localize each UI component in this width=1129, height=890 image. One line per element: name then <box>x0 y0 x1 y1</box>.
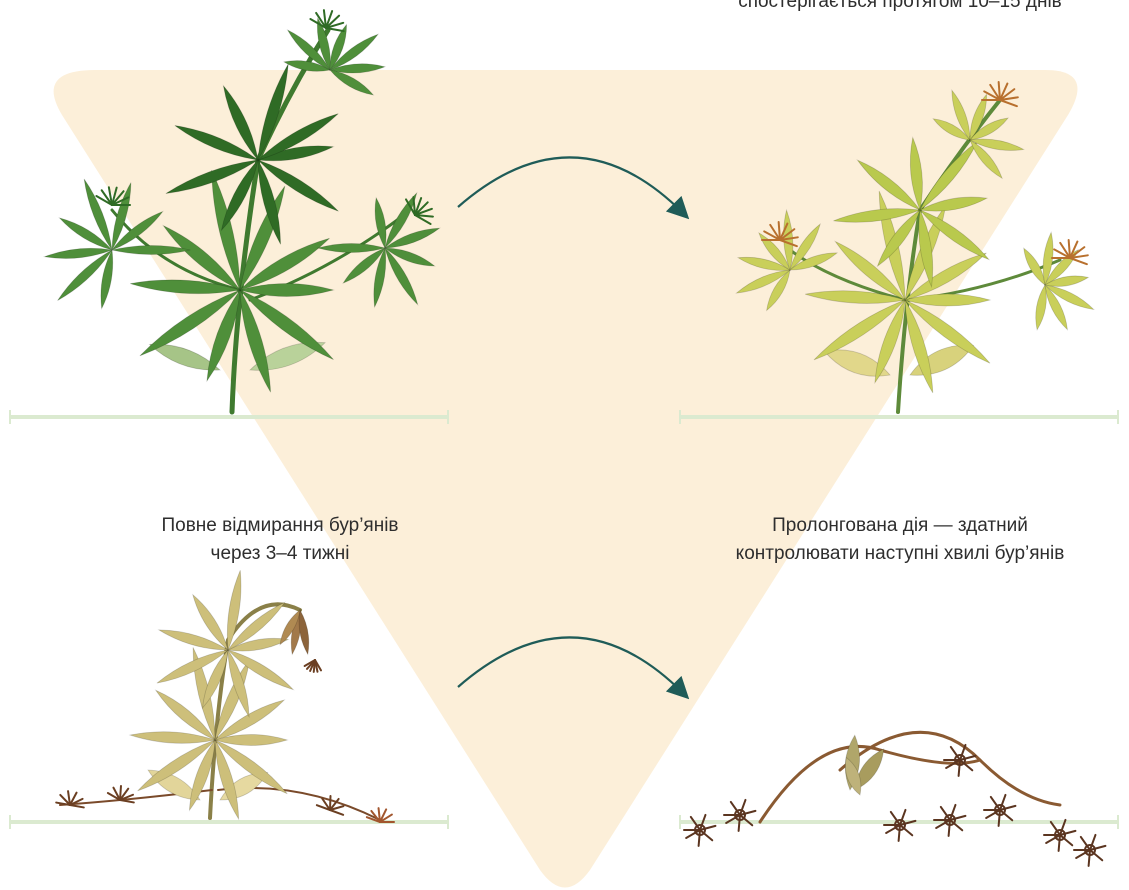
plant-bud <box>959 760 960 776</box>
caption-middle-left: Повне відмирання бур’янів через 3–4 тижн… <box>60 512 500 568</box>
plant-bud <box>779 222 780 240</box>
caption-middle-left-line2: через 3–4 тижні <box>60 540 500 568</box>
plant-bud <box>1069 240 1070 258</box>
plant-bud <box>70 805 84 807</box>
caption-top-right: спостерігається протягом 10–15 днів <box>640 0 1129 16</box>
dead-weed-illustration <box>684 732 1105 866</box>
caption-middle-right-line1: Пролонгована дія — здатний <box>660 512 1129 540</box>
caption-middle-right: Пролонгована дія — здатний контролювати … <box>660 512 1129 568</box>
plant-bud <box>899 825 900 841</box>
plant-leaf <box>1036 285 1047 330</box>
plant-bud <box>330 810 343 815</box>
plant-bud <box>1089 850 1090 866</box>
plant-bud <box>999 810 1000 826</box>
plant-bud <box>120 800 134 802</box>
plant-bud <box>949 820 950 836</box>
plant-bud <box>739 815 740 831</box>
caption-top-right-line1: спостерігається протягом 10–15 днів <box>640 0 1129 16</box>
caption-middle-left-line1: Повне відмирання бур’янів <box>60 512 500 540</box>
plant-leaf <box>299 610 309 654</box>
plant-bud <box>999 82 1000 100</box>
wilting-weed-illustration <box>56 570 394 822</box>
plant-bud <box>699 830 700 846</box>
plant-bud <box>1059 835 1060 851</box>
caption-middle-right-line2: контролювати наступні хвилі бур’янів <box>660 540 1129 568</box>
